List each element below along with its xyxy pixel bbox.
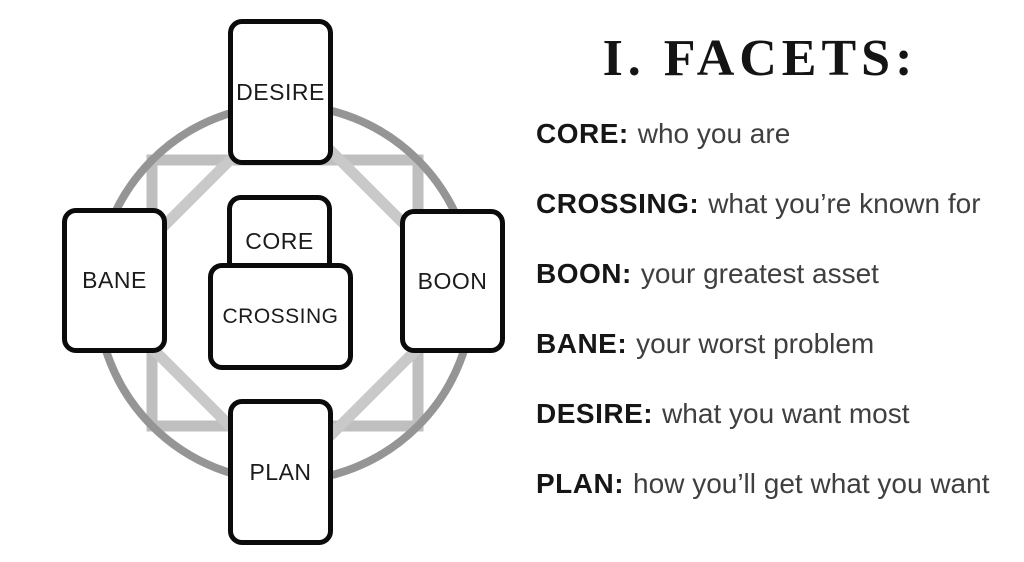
facet-list: CORE: who you are CROSSING: what you’re kn…: [536, 117, 1006, 537]
facet-term: CORE:: [536, 118, 629, 149]
facet-term: BOON:: [536, 258, 632, 289]
card-bane-label: BANE: [82, 267, 147, 293]
facet-definition: your worst problem: [636, 328, 875, 359]
facet-item-bane: BANE: your worst problem: [536, 327, 1006, 361]
card-boon-label: BOON: [417, 267, 488, 294]
facet-term: CROSSING:: [536, 188, 700, 219]
facet-term: BANE:: [536, 328, 628, 359]
card-desire: DESIRE: [228, 19, 333, 165]
card-desire-label: DESIRE: [236, 78, 325, 105]
facet-definition: what you want most: [662, 398, 910, 429]
facet-definition: how you’ll get what you want: [633, 468, 990, 499]
facets-heading: I. FACETS:: [602, 30, 918, 87]
card-crossing-label: CROSSING: [222, 304, 339, 328]
card-boon: BOON: [400, 209, 505, 353]
facet-term: DESIRE:: [536, 398, 654, 429]
facet-item-desire: DESIRE: what you want most: [536, 397, 1006, 431]
facet-item-crossing: CROSSING: what you’re known for: [536, 187, 1006, 221]
facet-definition: what you’re known for: [708, 188, 981, 219]
facet-definition: who you are: [637, 118, 791, 149]
facet-item-boon: BOON: your greatest asset: [536, 257, 1006, 291]
card-plan-label: PLAN: [249, 458, 312, 485]
card-bane: BANE: [62, 208, 167, 353]
card-core-label: CORE: [245, 228, 314, 254]
card-plan: PLAN: [228, 399, 333, 545]
facet-definition: your greatest asset: [640, 258, 879, 289]
facet-item-plan: PLAN: how you’ll get what you want: [536, 467, 1006, 501]
facet-item-core: CORE: who you are: [536, 117, 1006, 151]
facet-term: PLAN:: [536, 468, 625, 499]
card-crossing: CROSSING: [208, 263, 353, 370]
